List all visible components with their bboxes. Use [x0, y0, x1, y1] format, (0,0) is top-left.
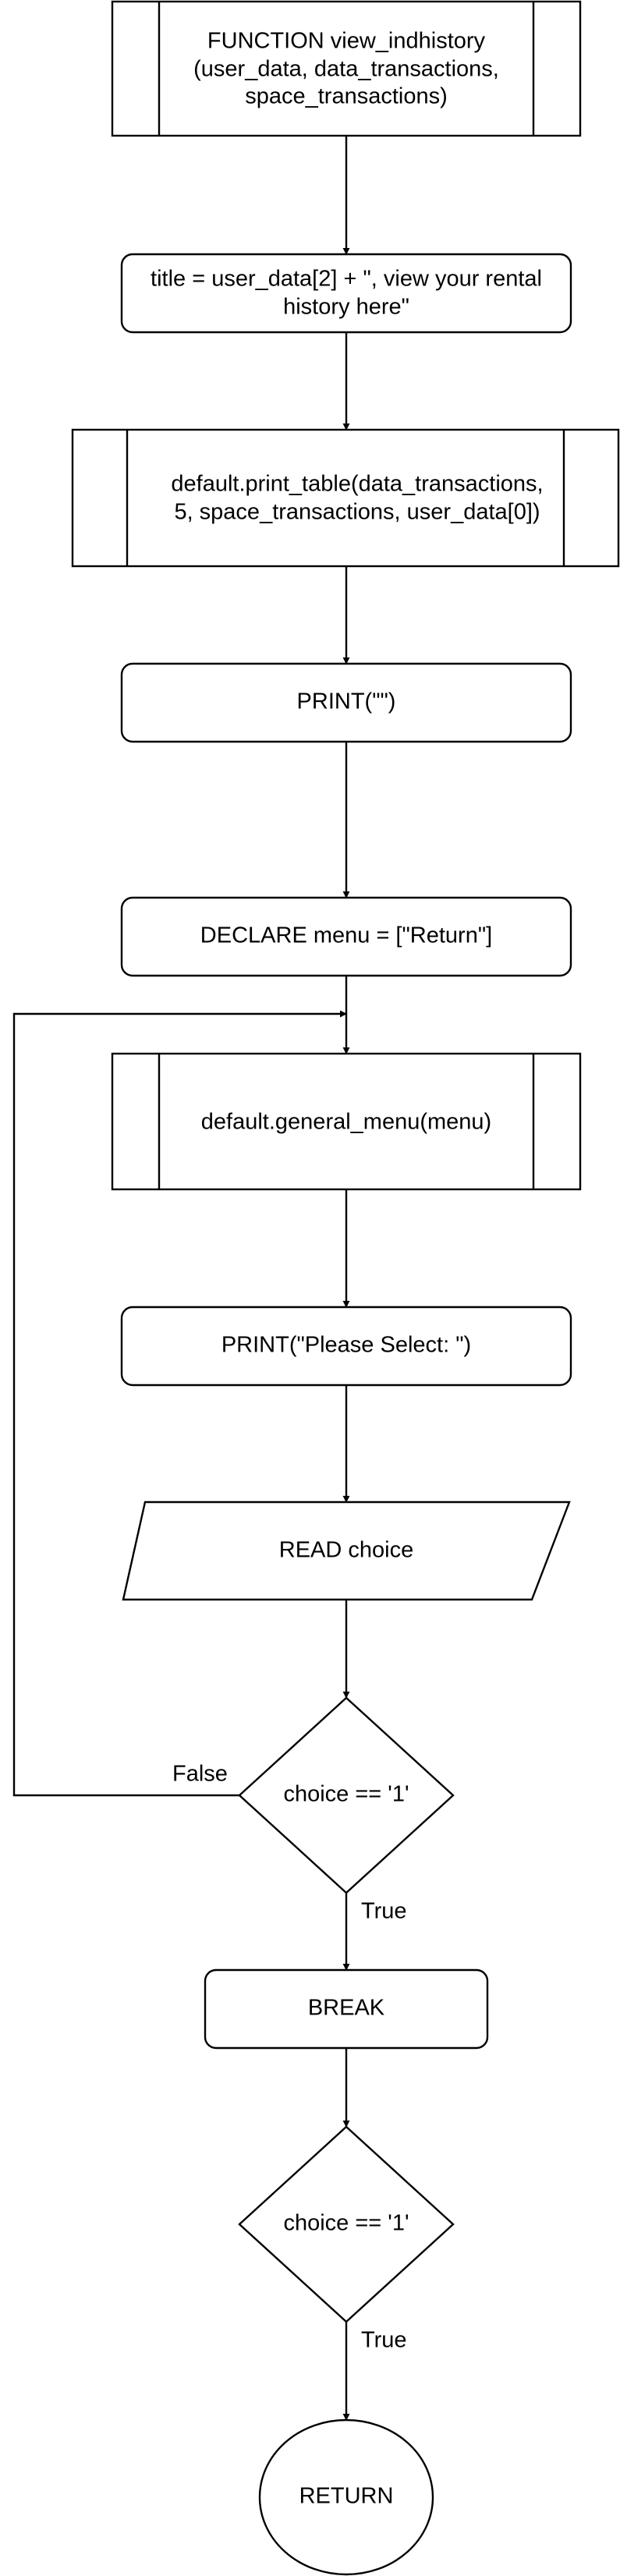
title-assign-node: title = user_data[2] + ", view your rent…: [120, 253, 572, 334]
break-label: BREAK: [308, 1996, 385, 2021]
declare-menu-label: DECLARE menu = ["Return"]: [200, 923, 492, 948]
decision-2-node: choice == '1': [238, 2125, 455, 2323]
declare-menu-node: DECLARE menu = ["Return"]: [120, 896, 572, 977]
print-empty-node: PRINT(""): [120, 662, 572, 743]
edge-label-true-1: True: [361, 1899, 407, 1924]
return-label: RETURN: [299, 2484, 394, 2509]
function-header-node: FUNCTION view_indhistory (user_data, dat…: [111, 0, 582, 137]
decision-2-label: choice == '1': [283, 2211, 409, 2236]
general-menu-node: default.general_menu(menu): [111, 1052, 582, 1191]
decision-1-label: choice == '1': [283, 1782, 409, 1807]
title-assign-line-2: history here": [283, 295, 409, 320]
edge-decision-1-false-loop: [12, 1010, 347, 1797]
return-node: RETURN: [258, 2418, 434, 2576]
print-select-label: PRINT("Please Select: "): [221, 1333, 471, 1358]
print-table-node: default.print_table(data_transactions, 5…: [71, 428, 620, 568]
function-header-line-2: (user_data, data_transactions,: [193, 57, 499, 82]
function-header-line-3: space_transactions): [245, 84, 448, 109]
edge-label-true-2: True: [361, 2328, 407, 2353]
title-assign-line-1: title = user_data[2] + ", view your rent…: [151, 267, 542, 292]
function-header-line-1: FUNCTION view_indhistory: [207, 29, 486, 54]
print-empty-label: PRINT(""): [297, 689, 396, 714]
edge-label-false: False: [172, 1762, 228, 1787]
general-menu-label: default.general_menu(menu): [201, 1110, 491, 1135]
decision-1-node: choice == '1': [238, 1696, 455, 1894]
read-choice-node: READ choice: [122, 1501, 571, 1601]
read-choice-label: READ choice: [279, 1538, 413, 1563]
print-table-line-2: 5, space_transactions, user_data[0]): [174, 500, 540, 525]
print-table-line-1: default.print_table(data_transactions,: [171, 472, 543, 497]
print-select-node: PRINT("Please Select: "): [120, 1306, 572, 1387]
break-node: BREAK: [204, 1968, 489, 2050]
